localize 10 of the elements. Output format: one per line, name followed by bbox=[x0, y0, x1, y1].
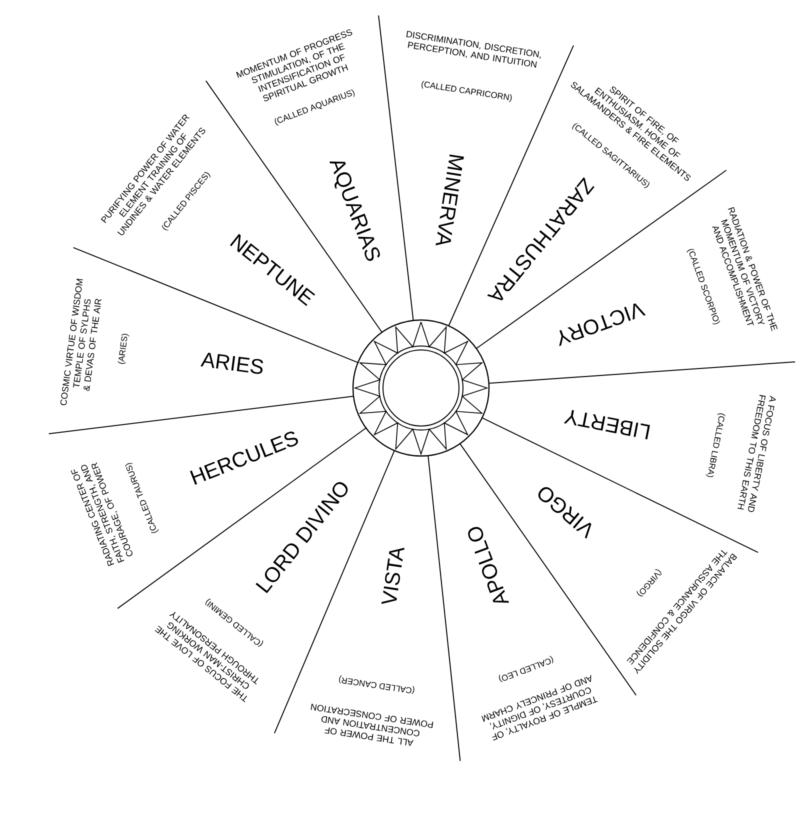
sector-name: VISTA bbox=[381, 548, 404, 604]
sign-caption: (CALLED LIBRA) bbox=[706, 413, 726, 478]
sector-description: A FOCUS OF LIBERTY AND FREEDOM TO THIS EARTH bbox=[737, 394, 776, 512]
sector-name: LIBERTY bbox=[564, 410, 650, 440]
sector-description: COSMIC VIRTUE OF WISDOM TEMPLE OF SYLPHS & DEVAS OF THE AIR bbox=[60, 278, 102, 406]
sign-caption: (CALLED CANCER) bbox=[339, 675, 414, 694]
sun-wheel-drawing bbox=[352, 319, 490, 457]
sign-caption: (ARIES) bbox=[118, 334, 130, 364]
sector-name: ARIES bbox=[200, 352, 264, 374]
sector-name: MINERVA bbox=[436, 154, 464, 246]
